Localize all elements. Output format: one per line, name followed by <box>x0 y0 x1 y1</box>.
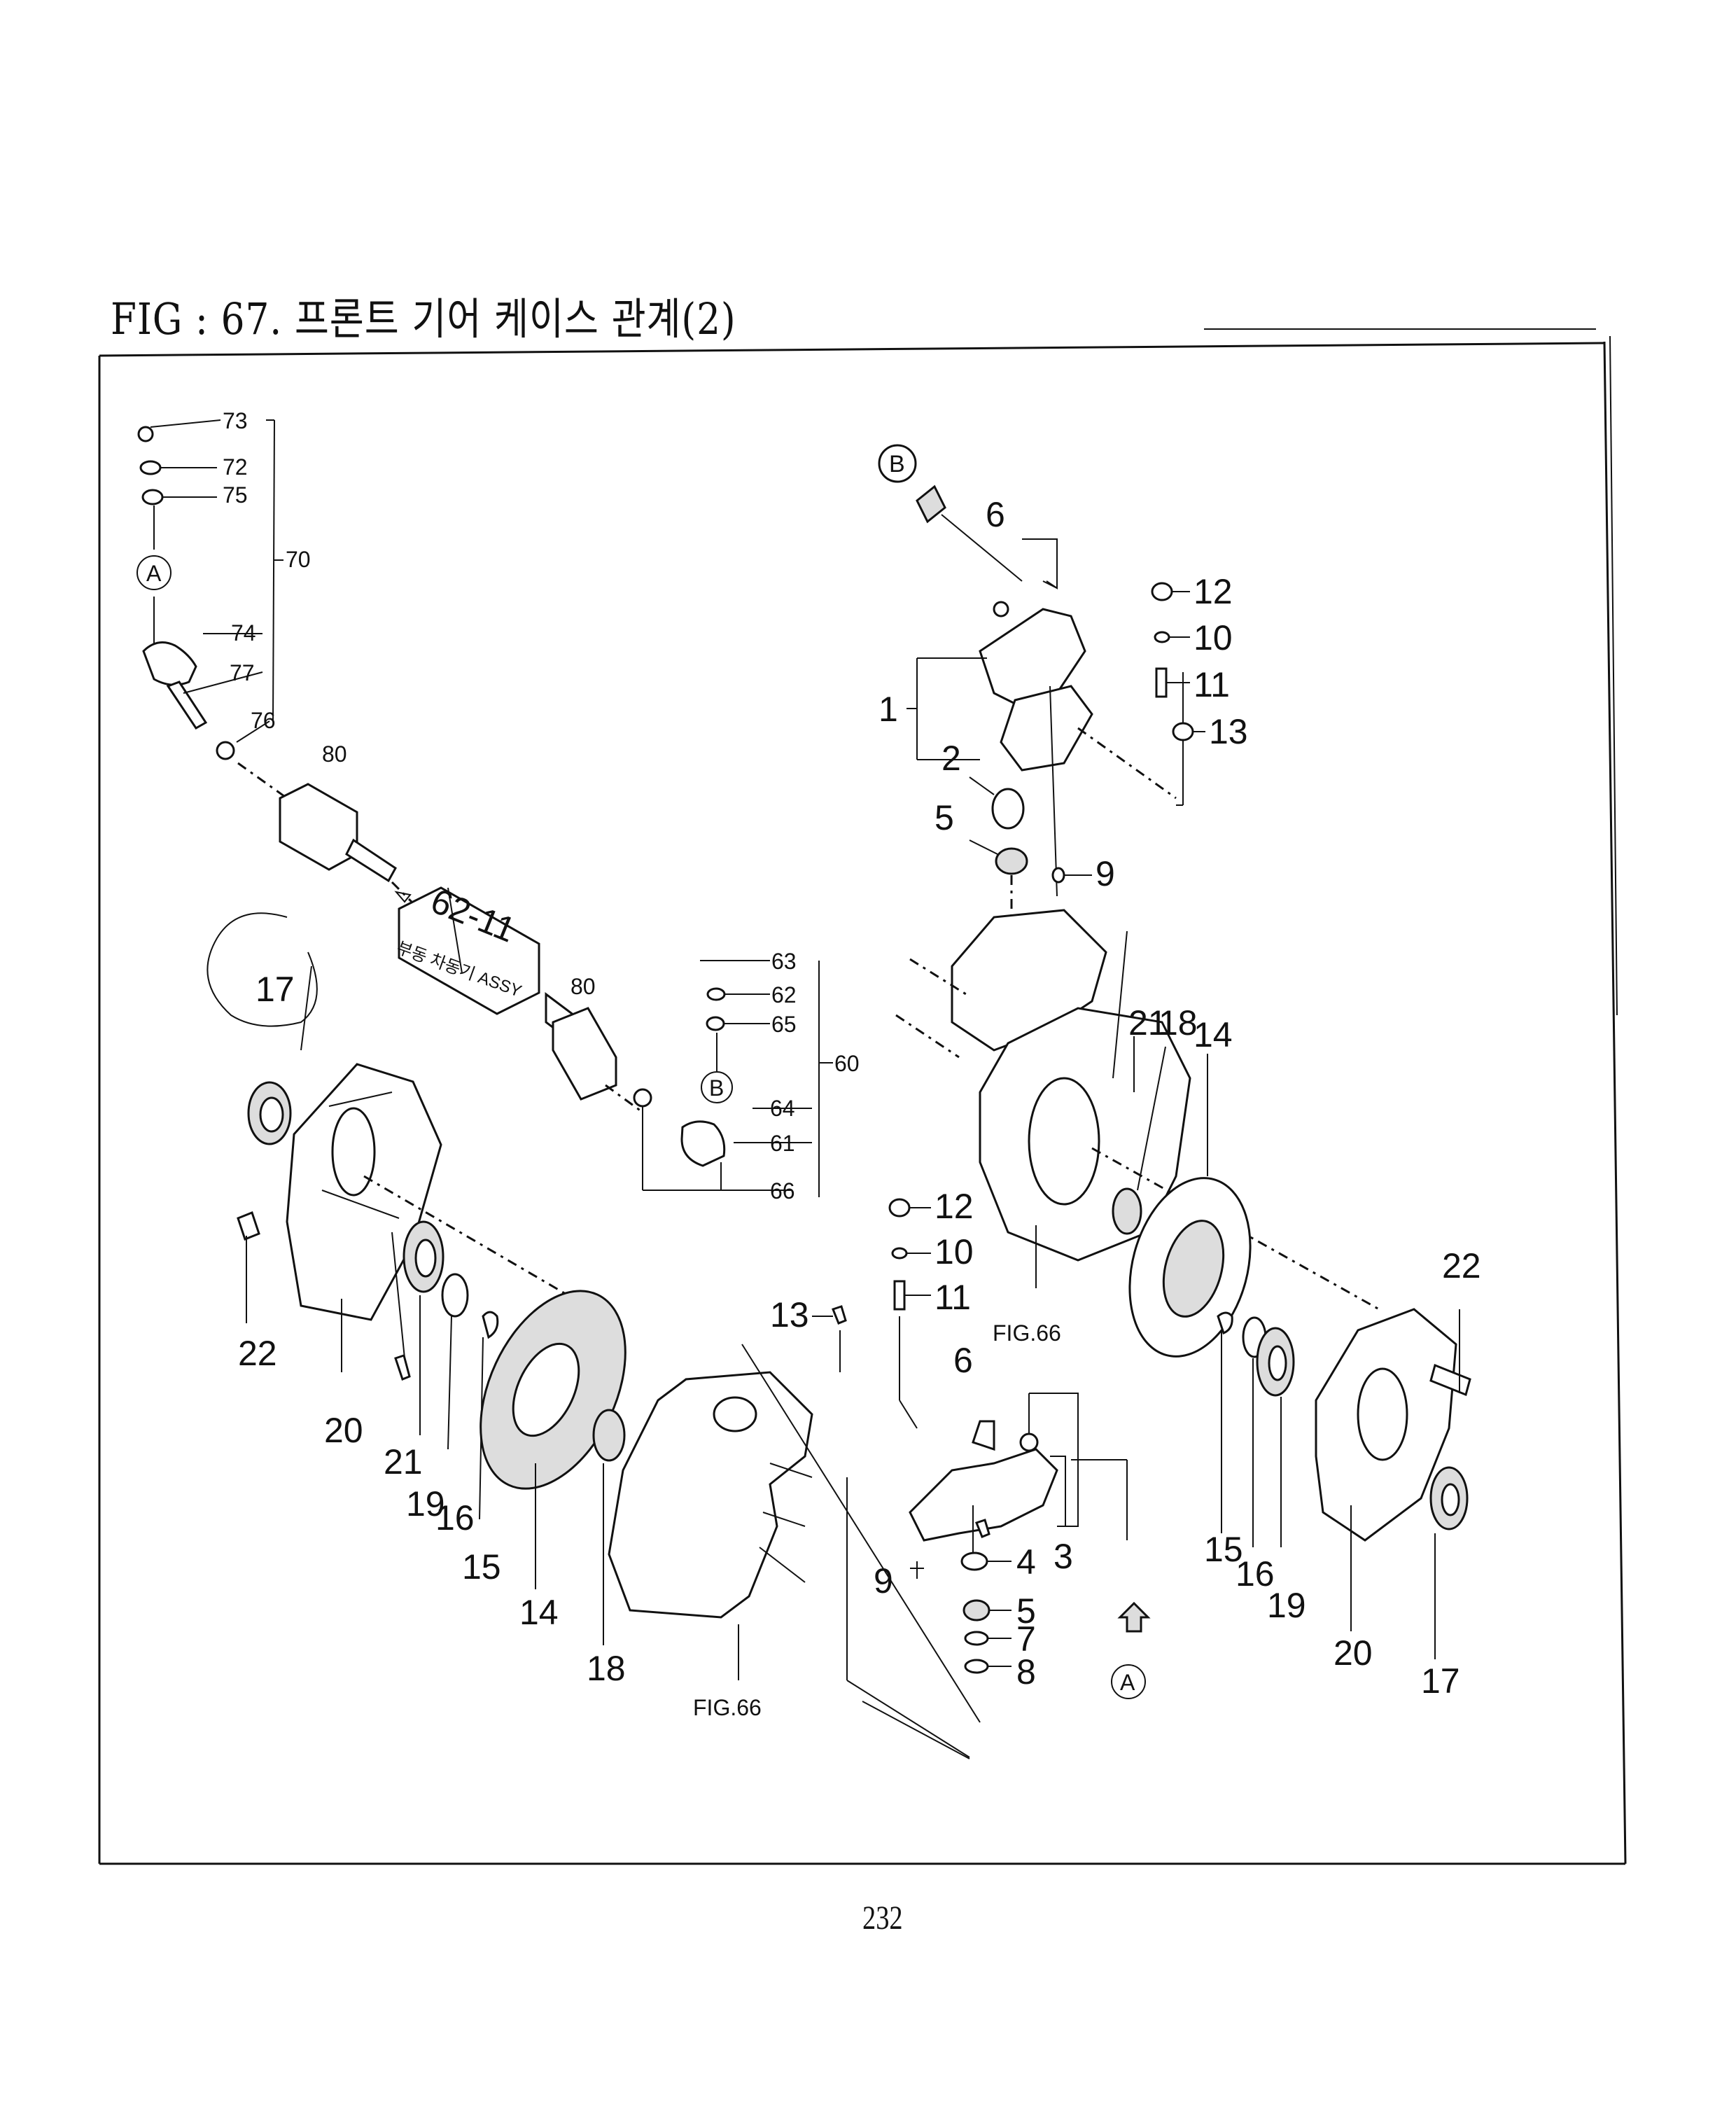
callout-3: 3 <box>1054 1537 1073 1576</box>
callout-14b: 14 <box>1194 1015 1233 1054</box>
callout-60: 60 <box>834 1051 860 1076</box>
callout-12b: 12 <box>934 1187 974 1226</box>
callout-2: 2 <box>941 739 961 778</box>
callout-17b: 17 <box>1421 1661 1460 1701</box>
callout-65: 65 <box>771 1012 797 1037</box>
callout-6b: 6 <box>953 1341 973 1380</box>
callout-11b: 11 <box>934 1278 971 1317</box>
left-case-assembly <box>206 912 626 1645</box>
callout-21a: 21 <box>384 1442 423 1481</box>
differential-shaft-assembly <box>237 762 645 1115</box>
callout-20a: 20 <box>324 1411 363 1450</box>
callout-circle-a1: A <box>146 561 162 586</box>
callout-22a: 22 <box>238 1334 277 1373</box>
callout-10a: 10 <box>1194 618 1233 657</box>
callout-labels: 73 72 75 70 A 74 77 76 80 62-11 부동 차동기 A… <box>136 408 1481 1720</box>
callout-17a: 17 <box>255 970 295 1009</box>
left-gear-case <box>608 1344 981 1759</box>
callout-8: 8 <box>1016 1652 1036 1692</box>
callout-18a: 18 <box>587 1649 626 1688</box>
parts-group-70 <box>137 419 284 760</box>
fig66-reference-right: FIG.66 <box>993 1320 1061 1346</box>
callout-80b: 80 <box>570 974 596 999</box>
reference-circle-b1 <box>701 1071 733 1103</box>
callout-circle-b2: B <box>889 451 905 477</box>
fig66-reference-left: FIG.66 <box>693 1695 762 1720</box>
reference-circle-a2 <box>1111 1664 1146 1699</box>
callout-1: 1 <box>878 690 898 729</box>
callout-72: 72 <box>223 454 248 480</box>
callout-74: 74 <box>231 620 256 646</box>
callout-61: 61 <box>770 1131 795 1156</box>
callout-73: 73 <box>223 408 248 433</box>
callout-64: 64 <box>770 1096 795 1121</box>
right-gear-case <box>895 909 1380 1358</box>
callout-19b: 19 <box>1267 1586 1306 1625</box>
callout-20b: 20 <box>1334 1633 1373 1673</box>
right-case-assembly <box>1217 1308 1471 1659</box>
callout-63: 63 <box>771 949 797 974</box>
callout-80a: 80 <box>322 741 347 767</box>
callout-5a: 5 <box>934 798 954 837</box>
callout-9b: 9 <box>874 1561 893 1601</box>
callout-13b: 13 <box>770 1295 809 1334</box>
callout-18b: 18 <box>1158 1003 1198 1042</box>
callout-14a: 14 <box>519 1593 559 1632</box>
callout-62: 62 <box>771 982 797 1007</box>
callout-9a: 9 <box>1096 854 1115 893</box>
callout-circle-b1: B <box>709 1075 724 1101</box>
reference-circle-a1 <box>136 555 172 590</box>
upper-bracket-assembly <box>878 444 1205 924</box>
callout-19a: 19 <box>406 1484 445 1523</box>
callout-6a: 6 <box>986 495 1005 534</box>
parts-group-60 <box>633 960 833 1197</box>
callout-75: 75 <box>223 482 248 508</box>
diagram-frame <box>98 328 1627 1865</box>
callout-7: 7 <box>1016 1619 1036 1659</box>
callout-4: 4 <box>1016 1542 1036 1582</box>
callout-circle-a2: A <box>1120 1670 1135 1695</box>
callout-12a: 12 <box>1194 572 1233 611</box>
callout-66: 66 <box>770 1178 795 1204</box>
callout-70: 70 <box>286 547 311 572</box>
reference-circle-b2 <box>878 445 916 482</box>
callout-15a: 15 <box>462 1547 501 1587</box>
callout-16a: 16 <box>435 1498 475 1537</box>
figure-title: FIG : 67. 프론트 기어 케이스 관계(2) <box>111 293 736 344</box>
callout-21b: 21 <box>1128 1003 1168 1042</box>
callout-13a: 13 <box>1209 712 1248 751</box>
callout-77: 77 <box>230 660 255 685</box>
callout-11a: 11 <box>1194 665 1230 704</box>
callout-5b: 5 <box>1016 1591 1036 1631</box>
lower-bracket-assembly <box>812 1198 1151 1674</box>
page-number: 232 <box>862 1899 903 1937</box>
callout-22b: 22 <box>1442 1246 1481 1285</box>
callout-76: 76 <box>251 708 276 733</box>
callout-15b: 15 <box>1204 1530 1243 1569</box>
callout-10b: 10 <box>934 1232 974 1271</box>
callout-16b: 16 <box>1236 1554 1275 1594</box>
